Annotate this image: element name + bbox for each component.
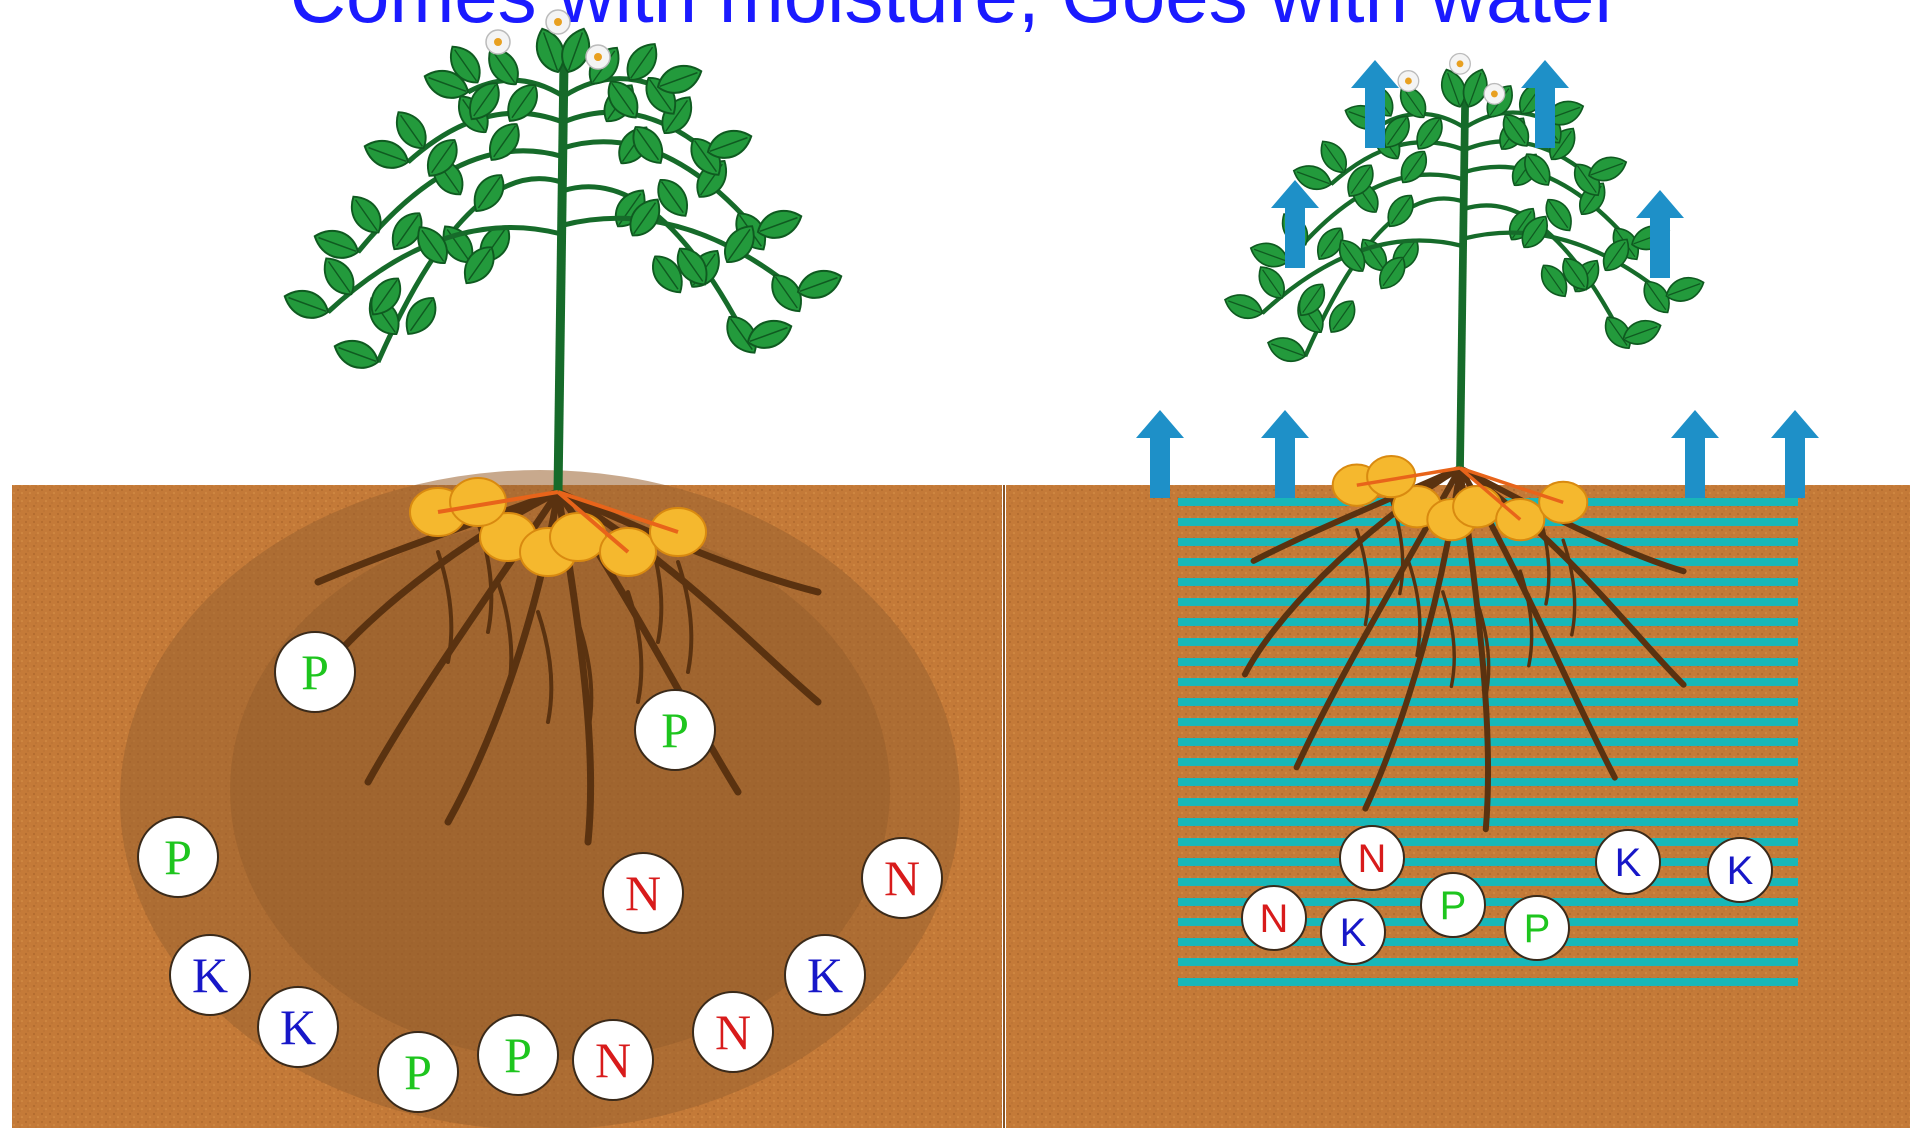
flower (546, 10, 570, 34)
water-band (1178, 858, 1798, 866)
flower (1450, 53, 1471, 74)
evaporation-arrow (1136, 410, 1184, 498)
leaf (398, 291, 443, 341)
potato-tuber (550, 513, 606, 561)
nutrient-label-k: K (1615, 841, 1642, 885)
nutrient-label-p: P (164, 829, 192, 885)
leaf (1264, 332, 1309, 366)
leaf (343, 190, 388, 240)
nutrient-label-k: K (280, 999, 316, 1055)
nutrient-label-p: P (1524, 907, 1551, 951)
water-band (1178, 598, 1798, 606)
nutrient-label-p: P (301, 644, 329, 700)
evaporation-arrow (1261, 410, 1309, 498)
nutrient-label-p: P (504, 1027, 532, 1083)
water-band (1178, 538, 1798, 546)
nutrient-label-k: K (1340, 911, 1367, 955)
flower (1484, 84, 1505, 105)
leaf (310, 224, 362, 264)
water-band (1178, 958, 1798, 966)
leaf (1221, 289, 1266, 323)
potato-tuber (1539, 482, 1587, 523)
evaporation-arrow (1671, 410, 1719, 498)
water-band (1178, 618, 1798, 626)
nutrient-label-n: N (595, 1032, 631, 1088)
water-band (1178, 978, 1798, 986)
branch (328, 227, 562, 312)
flower (586, 45, 610, 69)
nutrient-label-k: K (192, 947, 228, 1003)
leaf (316, 251, 361, 301)
flower (1398, 71, 1419, 92)
nutrient-label-n: N (625, 865, 661, 921)
nutrient-label-k: K (807, 947, 843, 1003)
stem (1460, 98, 1465, 468)
leaf (1323, 295, 1362, 338)
nutrient-label-p: P (1440, 884, 1467, 928)
nutrient-label-k: K (1727, 849, 1754, 893)
leaf (330, 334, 382, 374)
nutrient-label-p: P (661, 702, 689, 758)
water-band (1178, 838, 1798, 846)
potato-tuber (1453, 486, 1501, 527)
stem (558, 62, 564, 492)
leaf (280, 284, 332, 324)
water-band (1178, 558, 1798, 566)
nutrient-label-n: N (1260, 897, 1289, 941)
nutrient-label-n: N (715, 1004, 751, 1060)
water-band (1178, 878, 1798, 886)
nutrient-label-p: P (404, 1044, 432, 1100)
evaporation-arrows (1136, 60, 1819, 498)
nutrient-label-n: N (1358, 837, 1387, 881)
evaporation-arrow (1771, 410, 1819, 498)
nutrient-label-n: N (884, 850, 920, 906)
water-band (1178, 578, 1798, 586)
flower (486, 30, 510, 54)
